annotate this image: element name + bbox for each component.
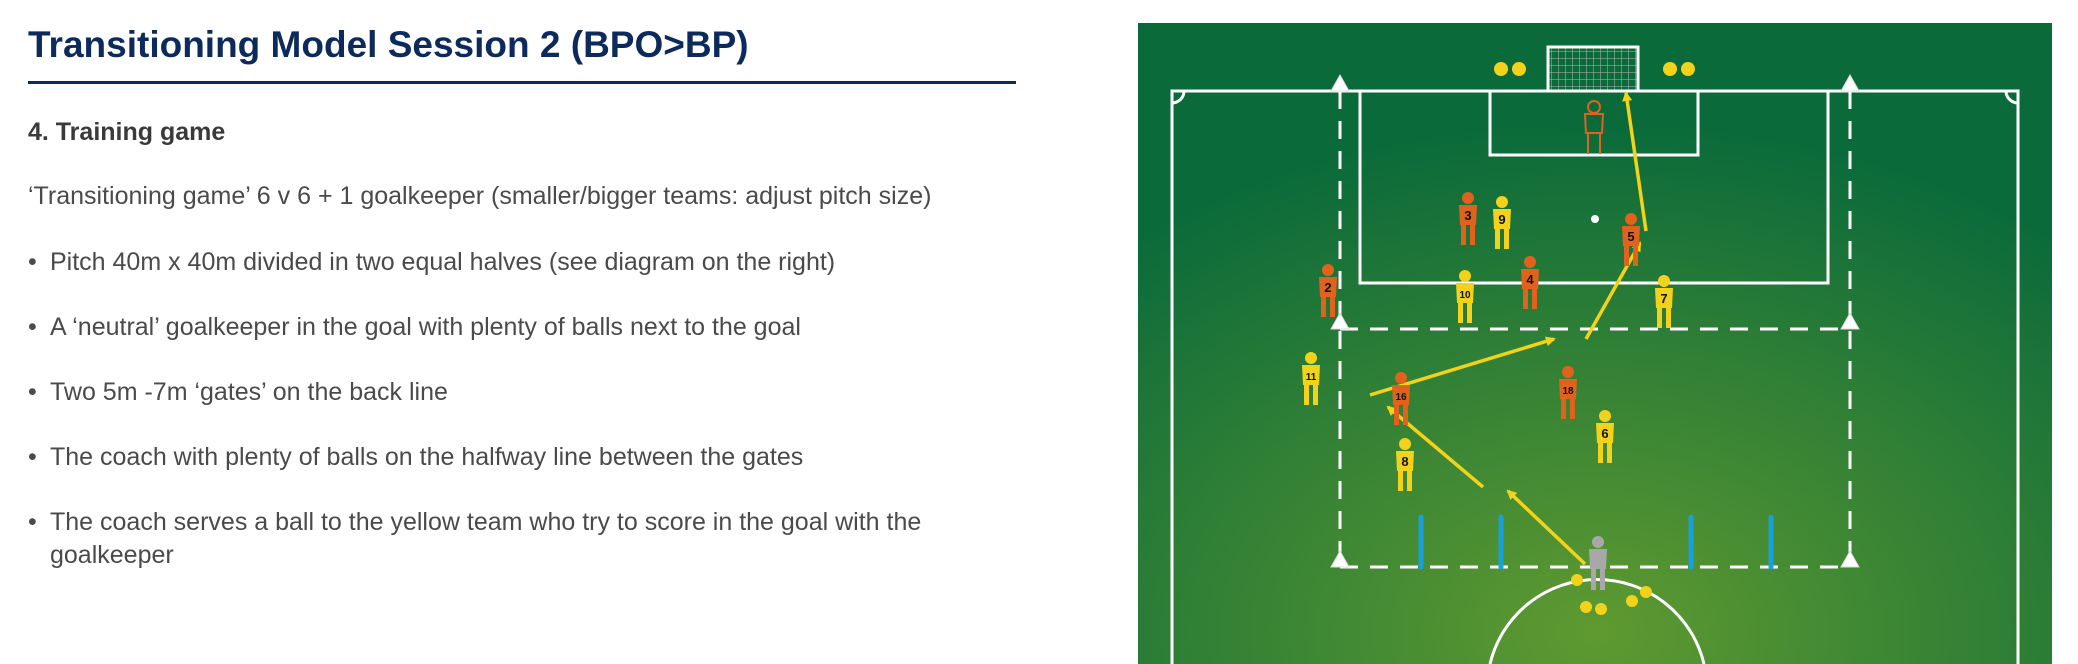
pitch-svg: 9 10 7 11 8 6 3 5 2 4 16 18 <box>1138 23 2052 664</box>
yellow-player: 6 <box>1596 410 1614 463</box>
cones <box>1330 73 1860 568</box>
cone-icon <box>1840 311 1860 330</box>
ball-icon <box>1663 62 1677 76</box>
title-divider <box>28 81 1016 84</box>
yellow-player: 7 <box>1655 275 1673 328</box>
player-number: 10 <box>1459 290 1471 301</box>
yellow-player: 8 <box>1396 438 1414 491</box>
goalkeeper <box>1583 100 1605 154</box>
list-item: • The coach with plenty of balls on the h… <box>28 441 1008 474</box>
player-number: 2 <box>1324 280 1331 295</box>
player-number: 18 <box>1562 386 1574 397</box>
bullet-text: Pitch 40m x 40m divided in two equal hal… <box>50 248 836 276</box>
arrow-icon <box>1622 91 1648 232</box>
ball-icon <box>1595 603 1607 615</box>
player-number: 8 <box>1401 454 1408 469</box>
corner-arc-left <box>1171 90 1186 105</box>
bullet-text: The coach serves a ball to the yellow te… <box>50 508 922 569</box>
yellow-player: 9 <box>1493 196 1511 249</box>
yellow-player: 10 <box>1456 270 1474 323</box>
player-number: 4 <box>1526 272 1534 287</box>
orange-player: 2 <box>1319 264 1337 317</box>
player-number: 16 <box>1395 392 1407 403</box>
arrow-icon <box>1506 489 1587 566</box>
players-layer: 9 10 7 11 8 6 3 5 2 4 16 18 <box>1302 100 1673 590</box>
corner-arc-right <box>2004 90 2019 105</box>
ball-icon <box>1512 62 1526 76</box>
player-number: 3 <box>1464 208 1471 223</box>
player-number: 5 <box>1627 229 1634 244</box>
ball-icon <box>1571 574 1583 586</box>
ball-icon <box>1580 601 1592 613</box>
bullet-icon: • <box>28 378 37 406</box>
orange-player: 5 <box>1622 213 1640 266</box>
pitch-diagram: 9 10 7 11 8 6 3 5 2 4 16 18 <box>1138 23 2052 664</box>
bullet-list: • Pitch 40m x 40m divided in two equal ha… <box>28 246 1008 604</box>
bullet-icon: • <box>28 248 37 276</box>
text-column: Transitioning Model Session 2 (BPO>BP) 4… <box>28 0 1018 664</box>
cone-icon <box>1330 311 1350 330</box>
ball-icon <box>1591 215 1599 223</box>
player-number: 7 <box>1660 291 1667 306</box>
bullet-icon: • <box>28 508 37 536</box>
goal-icon <box>1546 45 1640 93</box>
ball-icon <box>1626 595 1638 607</box>
orange-player: 16 <box>1392 372 1410 425</box>
balls <box>1494 62 1695 615</box>
bullet-icon: • <box>28 313 37 341</box>
ball-icon <box>1640 586 1652 598</box>
ball-icon <box>1681 62 1695 76</box>
player-number: 11 <box>1306 372 1317 383</box>
bullet-text: Two 5m -7m ‘gates’ on the back line <box>50 378 448 406</box>
list-item: • Two 5m -7m ‘gates’ on the back line <box>28 376 1008 409</box>
arrow-icon <box>1584 241 1642 340</box>
orange-player: 4 <box>1521 256 1539 309</box>
coach <box>1589 536 1607 590</box>
yellow-player: 11 <box>1302 352 1320 405</box>
player-number: 6 <box>1601 426 1608 441</box>
list-item: • The coach serves a ball to the yellow t… <box>28 506 950 572</box>
intro-text: ‘Transitioning game’ 6 v 6 + 1 goalkeepe… <box>28 182 932 210</box>
player-number: 9 <box>1498 212 1505 227</box>
cone-icon <box>1840 549 1860 568</box>
bullet-text: A ‘neutral’ goalkeeper in the goal with … <box>50 313 801 341</box>
bullet-text: The coach with plenty of balls on the ha… <box>50 443 804 471</box>
centre-circle <box>1488 578 1706 664</box>
list-item: • A ‘neutral’ goalkeeper in the goal with… <box>28 311 1008 344</box>
cone-icon <box>1330 549 1350 568</box>
page-title: Transitioning Model Session 2 (BPO>BP) <box>28 24 749 65</box>
orange-player: 3 <box>1459 192 1477 245</box>
gates <box>1418 514 1774 570</box>
orange-player: 18 <box>1559 366 1577 419</box>
cone-icon <box>1330 73 1350 92</box>
bullet-icon: • <box>28 443 37 471</box>
list-item: • Pitch 40m x 40m divided in two equal ha… <box>28 246 1008 279</box>
cone-icon <box>1840 73 1860 92</box>
section-subtitle: 4. Training game <box>28 118 226 146</box>
ball-icon <box>1494 62 1508 76</box>
